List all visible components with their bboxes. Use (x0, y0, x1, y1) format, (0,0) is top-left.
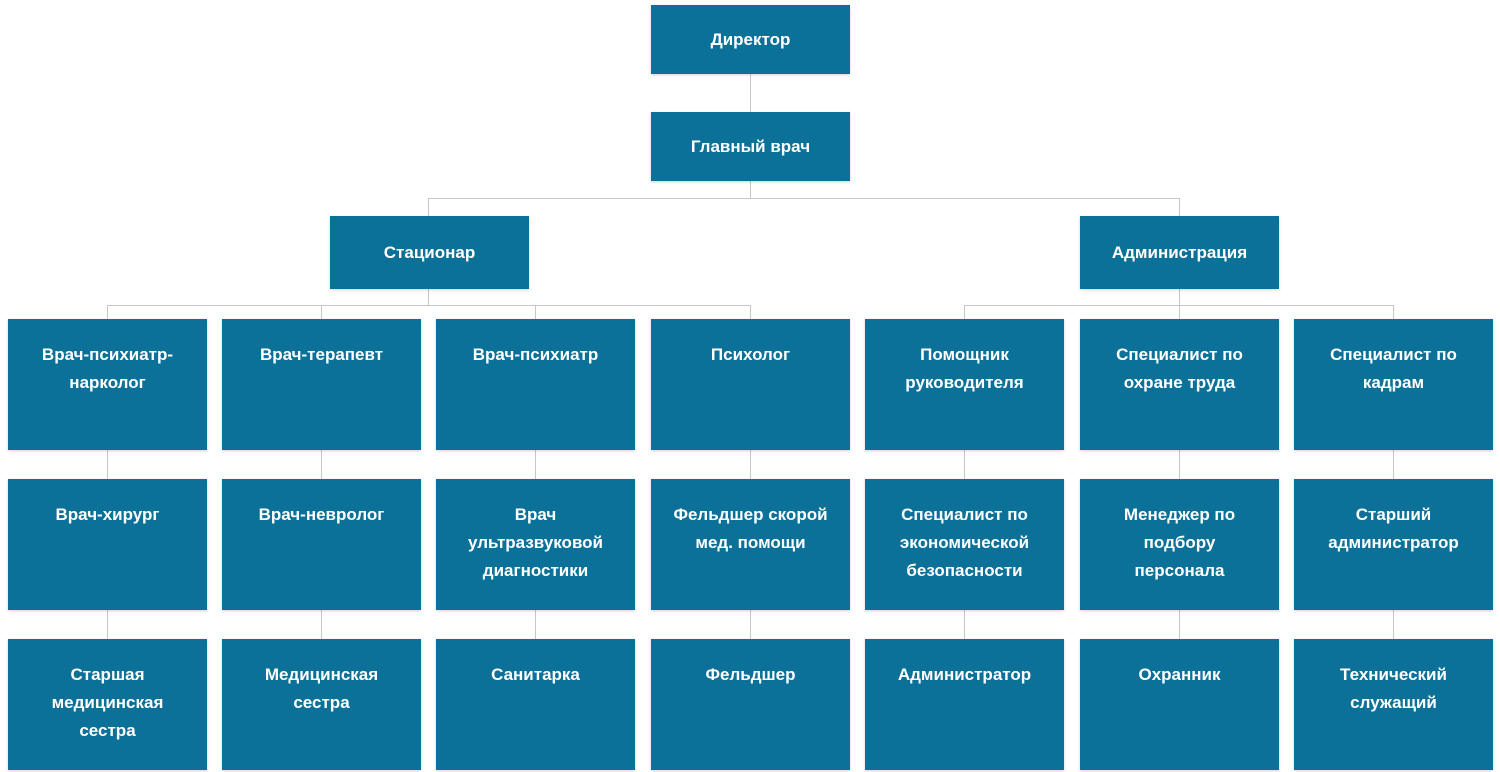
node-emergency-paramedic-label: Фельдшер скорой мед. помощи (673, 505, 828, 552)
connector-therapist-to-neurologist (321, 450, 322, 479)
node-assistant-manager[interactable]: Помощник руководителя (865, 319, 1064, 450)
connector-neurologist-to-nurse (321, 610, 322, 639)
node-security-guard-label: Охранник (1138, 665, 1221, 684)
node-hr-specialist[interactable]: Специалист по кадрам (1294, 319, 1493, 450)
node-administrator-label: Администратор (897, 665, 1032, 684)
node-ultrasound-doctor-label: Врач ультразвуковой диагностики (467, 505, 604, 580)
connector-drop-hospital (428, 198, 429, 216)
connector-chief-doctor-bus (428, 198, 1180, 199)
connector-hospital-bus (107, 305, 751, 306)
connector-drop-psychiatrist-narcologist (107, 305, 108, 319)
node-assistant-manager-label: Помощник руководителя (905, 345, 1024, 392)
node-surgeon[interactable]: Врач-хирург (8, 479, 207, 610)
node-psychologist-label: Психолог (710, 345, 791, 364)
node-director-label: Директор (710, 29, 791, 49)
connector-administration-stem (1179, 289, 1180, 306)
node-recruitment-manager-label: Менеджер по подбору персонала (1123, 505, 1236, 580)
connector-drop-administration (1179, 198, 1180, 216)
node-senior-administrator-label: Старший администратор (1328, 505, 1459, 552)
connector-hr-specialist-to-senior-administrator (1393, 450, 1394, 479)
node-psychologist[interactable]: Психолог (651, 319, 850, 450)
connector-drop-therapist (321, 305, 322, 319)
node-surgeon-label: Врач-хирург (55, 505, 160, 524)
node-therapist[interactable]: Врач-терапевт (222, 319, 421, 450)
node-security-guard[interactable]: Охранник (1080, 639, 1279, 770)
node-paramedic[interactable]: Фельдшер (651, 639, 850, 770)
node-orderly-label: Санитарка (491, 665, 580, 684)
node-psychiatrist-label: Врач-психиатр (472, 345, 599, 364)
connector-drop-hr-specialist (1393, 305, 1394, 319)
node-therapist-label: Врач-терапевт (259, 345, 384, 364)
connector-ultrasound-doctor-to-orderly (535, 610, 536, 639)
connector-drop-assistant-manager (964, 305, 965, 319)
node-chief-doctor[interactable]: Главный врач (651, 112, 850, 181)
node-administration[interactable]: Администрация (1080, 216, 1279, 289)
connector-director-to-chief-doctor (750, 74, 751, 112)
connector-recruitment-manager-to-security-guard (1179, 610, 1180, 639)
node-technical-staff[interactable]: Технический служащий (1294, 639, 1493, 770)
node-hr-specialist-label: Специалист по кадрам (1330, 345, 1457, 392)
node-chief-doctor-label: Главный врач (690, 136, 811, 156)
node-head-nurse-label: Старшая медицинская сестра (51, 665, 164, 740)
connector-hospital-stem (428, 289, 429, 306)
connector-emergency-paramedic-to-paramedic (750, 610, 751, 639)
node-neurologist[interactable]: Врач-невролог (222, 479, 421, 610)
connector-drop-psychiatrist (535, 305, 536, 319)
connector-labor-safety-to-recruitment-manager (1179, 450, 1180, 479)
node-psychiatrist[interactable]: Врач-психиатр (436, 319, 635, 450)
node-administrator[interactable]: Администратор (865, 639, 1064, 770)
connector-surgeon-to-head-nurse (107, 610, 108, 639)
node-senior-administrator[interactable]: Старший администратор (1294, 479, 1493, 610)
node-technical-staff-label: Технический служащий (1340, 665, 1447, 712)
node-neurologist-label: Врач-невролог (258, 505, 385, 524)
connector-economic-security-to-administrator (964, 610, 965, 639)
node-administration-label: Администрация (1111, 242, 1248, 262)
node-orderly[interactable]: Санитарка (436, 639, 635, 770)
node-labor-safety-specialist-label: Специалист по охране труда (1116, 345, 1243, 392)
connector-psychiatrist-narcologist-to-surgeon (107, 450, 108, 479)
node-psychiatrist-narcologist-label: Врач-психиатр- нарколог (41, 345, 174, 392)
node-labor-safety-specialist[interactable]: Специалист по охране труда (1080, 319, 1279, 450)
node-nurse-label: Медицинская сестра (264, 665, 379, 712)
node-economic-security-specialist[interactable]: Специалист по экономической безопасности (865, 479, 1064, 610)
node-paramedic-label: Фельдшер (705, 665, 796, 684)
node-nurse[interactable]: Медицинская сестра (222, 639, 421, 770)
connector-psychiatrist-to-ultrasound-doctor (535, 450, 536, 479)
connector-psychologist-to-emergency-paramedic (750, 450, 751, 479)
node-psychiatrist-narcologist[interactable]: Врач-психиатр- нарколог (8, 319, 207, 450)
connector-chief-doctor-stem (750, 181, 751, 199)
node-emergency-paramedic[interactable]: Фельдшер скорой мед. помощи (651, 479, 850, 610)
node-head-nurse[interactable]: Старшая медицинская сестра (8, 639, 207, 770)
node-economic-security-specialist-label: Специалист по экономической безопасности (899, 505, 1030, 580)
node-director[interactable]: Директор (651, 5, 850, 74)
connector-drop-psychologist (750, 305, 751, 319)
node-recruitment-manager[interactable]: Менеджер по подбору персонала (1080, 479, 1279, 610)
connector-senior-administrator-to-technical-staff (1393, 610, 1394, 639)
node-hospital[interactable]: Стационар (330, 216, 529, 289)
connector-assistant-manager-to-economic-security (964, 450, 965, 479)
connector-drop-labor-safety-specialist (1179, 305, 1180, 319)
node-ultrasound-doctor[interactable]: Врач ультразвуковой диагностики (436, 479, 635, 610)
node-hospital-label: Стационар (383, 242, 476, 262)
